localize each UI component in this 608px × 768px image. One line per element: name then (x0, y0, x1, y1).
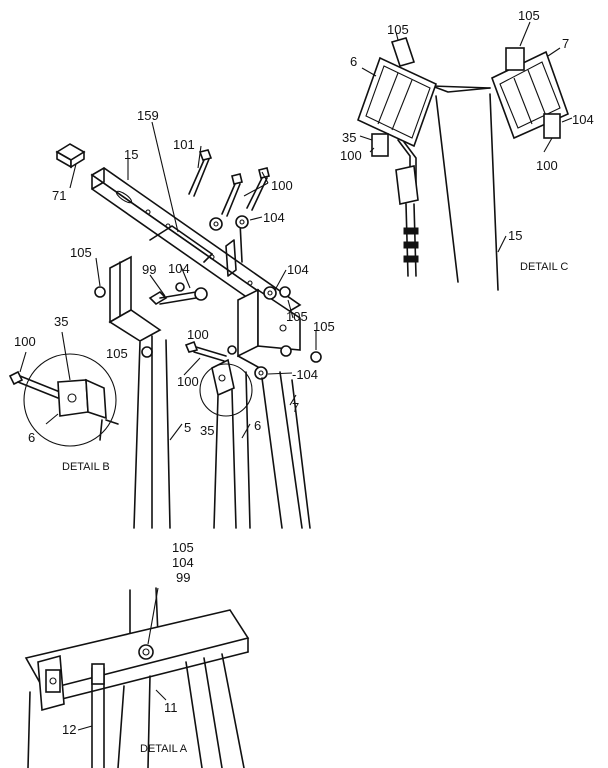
label-104-right: 104 (287, 262, 309, 277)
detail-c-pad-7 (490, 47, 570, 140)
label-104-top: 104 (263, 210, 285, 225)
bracket-35 (211, 358, 235, 397)
label-105-low: 105 (106, 346, 128, 361)
detail-c-label-104: 104 (572, 112, 594, 127)
upright-tube-6 (213, 371, 251, 529)
detail-a-label-104: 104 (172, 555, 194, 570)
label-15: 15 (124, 147, 138, 162)
bolt-100-a (221, 173, 243, 217)
label-5: 5 (184, 420, 191, 435)
nut-105-far (310, 351, 322, 363)
bolt-101 (188, 149, 213, 197)
nut-105-bottom-left (141, 346, 153, 358)
bolt-99 (148, 282, 208, 306)
crossbar-tube-15 (90, 167, 302, 328)
detail-c-bolt-stack (395, 165, 419, 277)
upright-tube-7 (261, 371, 311, 529)
main-labels: 159 101 100 104 15 71 105 99 104 104 105… (52, 108, 335, 438)
detail-b-label-100: 100 (14, 334, 36, 349)
detail-c-label-35: 35 (342, 130, 356, 145)
label-104-low: -104 (292, 367, 318, 382)
detail-b-caption: DETAIL B (62, 461, 110, 473)
detail-c-label-7: 7 (562, 36, 569, 51)
nut-105-right (279, 286, 291, 298)
detail-c-label-15: 15 (508, 228, 522, 243)
detail-b-label-6: 6 (28, 430, 35, 445)
detail-a-caption: DETAIL A (140, 743, 188, 755)
label-105-left: 105 (70, 245, 92, 260)
detail-c-pad-6 (357, 37, 437, 197)
washer-104-b (235, 215, 249, 229)
bracket-159 (149, 225, 213, 263)
bolt-100-b (246, 167, 270, 211)
label-101: 101 (173, 137, 195, 152)
detail-a-label-11: 11 (164, 700, 178, 715)
detail-a: 105 104 99 11 12 DETAIL A (24, 540, 250, 768)
label-35-low: 35 (200, 423, 214, 438)
detail-b-label-35: 35 (54, 314, 68, 329)
detail-c-caption: DETAIL C (520, 261, 568, 273)
left-bracket (108, 255, 162, 342)
nut-105-left (94, 286, 106, 298)
detail-b: 100 35 6 DETAIL B (8, 314, 119, 473)
label-7-low: 7 (292, 400, 299, 415)
label-100-top: 100 (271, 178, 293, 193)
detail-c-label-105a: 105 (387, 22, 409, 37)
end-cap-71 (55, 143, 86, 169)
washer-104-right (263, 286, 277, 300)
right-bracket (225, 221, 301, 358)
label-159: 159 (137, 108, 159, 123)
detail-circle-mid (199, 363, 253, 417)
washer-104-a (209, 217, 223, 231)
bolt-100-mid (184, 340, 268, 380)
nut-105-low (280, 345, 292, 357)
label-105-right: 105 (286, 309, 308, 324)
detail-c-label-100b: 100 (536, 158, 558, 173)
label-104-mid: 104 (168, 261, 190, 276)
label-105-far: 105 (313, 319, 335, 334)
upright-tube-5 (133, 335, 171, 529)
leader-lines (69, 121, 317, 441)
detail-a-label-12: 12 (62, 722, 76, 737)
label-99: 99 (142, 262, 156, 277)
detail-c-label-6: 6 (350, 54, 357, 69)
label-71: 71 (52, 188, 66, 203)
detail-a-label-99: 99 (176, 570, 190, 585)
detail-b-circle (23, 353, 117, 447)
detail-c: 105 105 6 7 35 100 104 100 15 DETAIL C (340, 8, 594, 291)
label-100-low: 100 (177, 374, 199, 389)
detail-b-bracket (57, 378, 119, 441)
label-6-low: 6 (254, 418, 261, 433)
detail-a-label-105: 105 (172, 540, 194, 555)
detail-c-label-100a: 100 (340, 148, 362, 163)
label-100-mid: 100 (187, 327, 209, 342)
detail-b-bolt (8, 370, 61, 399)
main-assembly (55, 121, 322, 529)
detail-c-label-105b: 105 (518, 8, 540, 23)
